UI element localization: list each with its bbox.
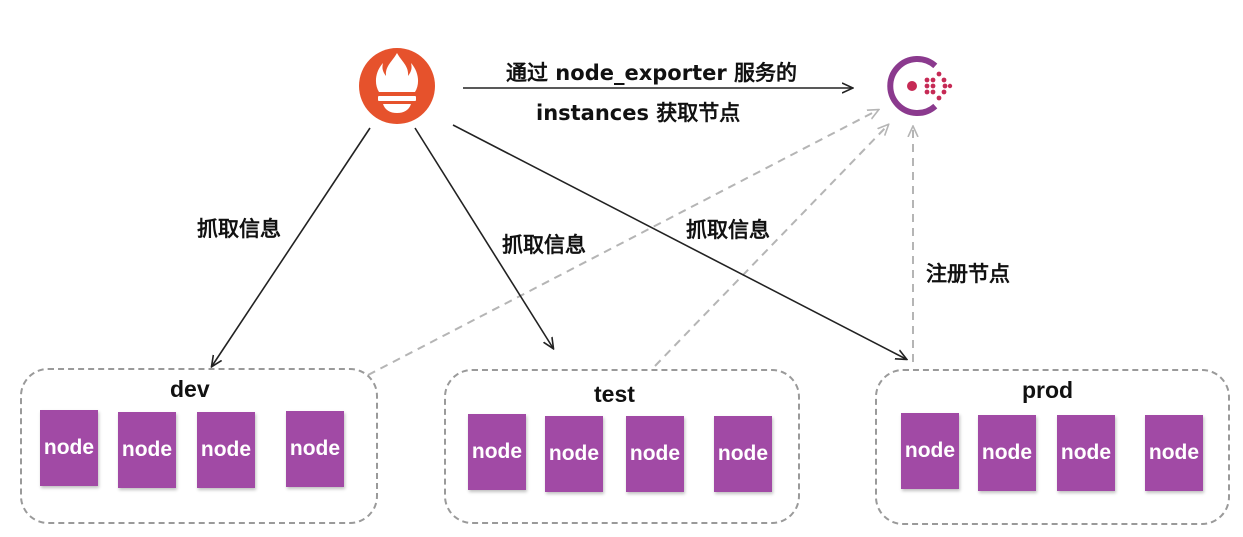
group-dev: dev node node node node xyxy=(20,368,378,524)
discover-label-line1: 通过 node_exporter 服务的 xyxy=(506,61,798,85)
consul-logo-icon xyxy=(887,56,953,116)
node-box: node xyxy=(978,415,1036,491)
group-prod: prod node node node node xyxy=(875,369,1230,525)
register-line-test xyxy=(654,125,888,367)
node-box: node xyxy=(901,413,959,489)
group-test: test node node node node xyxy=(444,369,800,524)
node-box: node xyxy=(286,411,344,487)
node-box: node xyxy=(468,414,526,490)
scrape-label-test: 抓取信息 xyxy=(502,233,586,257)
node-box: node xyxy=(1145,415,1203,491)
scrape-label-dev: 抓取信息 xyxy=(197,217,281,241)
scrape-line-test xyxy=(414,127,553,348)
register-line-dev xyxy=(367,110,878,376)
group-title: dev xyxy=(170,376,210,402)
scrape-line-dev xyxy=(212,127,371,366)
scrape-label-prod: 抓取信息 xyxy=(686,218,770,242)
register-label: 注册节点 xyxy=(926,262,1010,286)
prometheus-logo-icon xyxy=(359,48,435,124)
discover-label-line2: instances 获取节点 xyxy=(536,101,741,125)
node-box: node xyxy=(118,412,176,488)
node-box: node xyxy=(545,416,603,492)
node-box: node xyxy=(714,416,772,492)
node-box: node xyxy=(197,412,255,488)
group-title: prod xyxy=(1022,377,1074,403)
node-box: node xyxy=(626,416,684,492)
scrape-line-prod xyxy=(452,124,906,359)
node-box: node xyxy=(40,410,98,486)
node-box: node xyxy=(1057,415,1115,491)
group-title: test xyxy=(594,381,635,407)
